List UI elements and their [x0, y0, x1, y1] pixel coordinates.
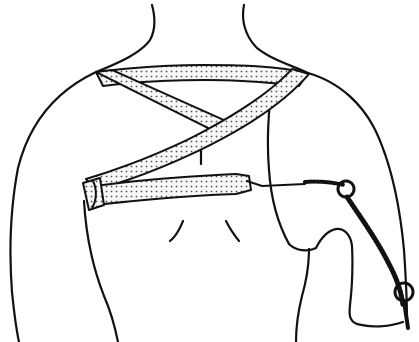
left-shoulder-arm-outline — [10, 72, 96, 342]
right-back-outline — [268, 101, 289, 244]
figure-eight-harness — [83, 65, 309, 210]
neck-right-outline — [243, 5, 308, 73]
cable-ring-icon — [338, 181, 354, 197]
diagonal-cross-strap — [86, 69, 309, 190]
control-cable — [247, 181, 413, 328]
right-scapula-mark — [226, 221, 239, 241]
right-torso-outline — [296, 249, 309, 342]
neck-left-outline — [96, 5, 154, 72]
right-shoulder-outline — [308, 73, 407, 320]
cable-hanger — [247, 181, 305, 186]
left-scapula-mark — [170, 221, 183, 241]
left-back-outline — [84, 201, 118, 342]
body-outline — [10, 5, 407, 342]
